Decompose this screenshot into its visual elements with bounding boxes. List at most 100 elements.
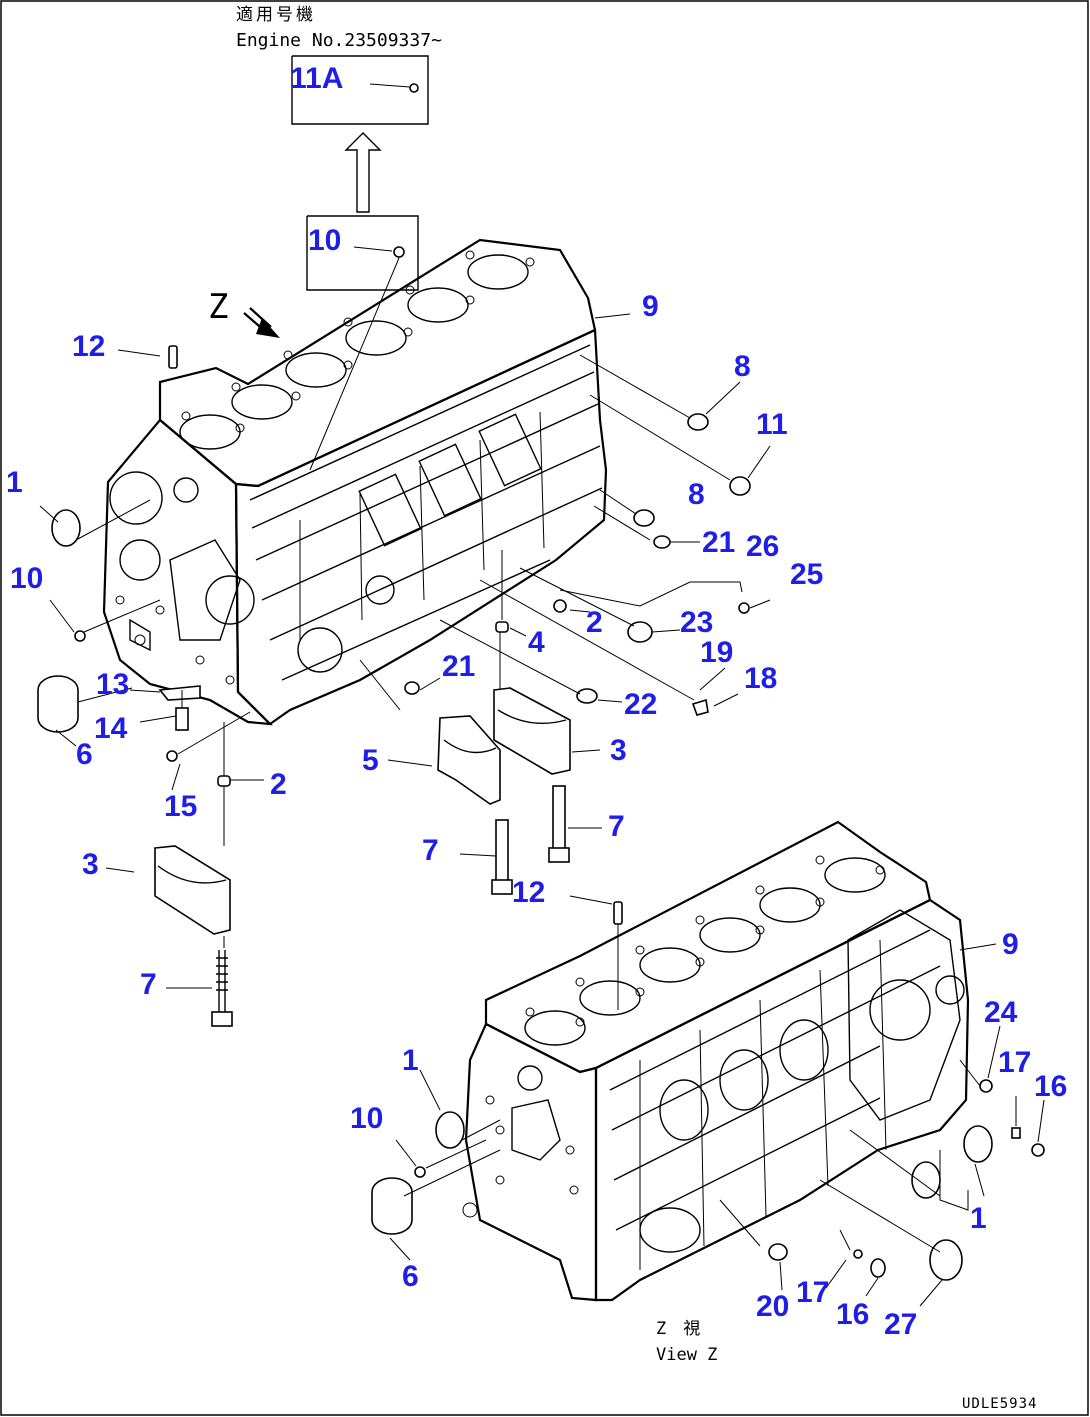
plug-8-a <box>687 413 709 431</box>
callout-2-a: 2 <box>586 606 603 639</box>
dowel-pin-12 <box>168 345 178 369</box>
callout-12-b: 12 <box>512 876 545 909</box>
engine-note-en: Engine No.23509337~ <box>236 30 442 51</box>
cap-bolt-7-b <box>548 785 570 863</box>
plug-2-a <box>553 599 567 613</box>
pin-17-b <box>853 1249 863 1259</box>
engine-note-jp: 適用号機 <box>236 5 316 25</box>
plug-24 <box>979 1079 993 1093</box>
view-z-caption-en: View Z <box>656 1345 717 1365</box>
callout-7-c: 7 <box>140 968 157 1001</box>
callout-26: 26 <box>746 530 779 563</box>
dowel-4 <box>495 621 509 633</box>
callout-9-top: 9 <box>642 290 659 323</box>
arrow-up <box>344 132 382 213</box>
nozzle-13 <box>158 685 201 701</box>
ring-15 <box>166 750 178 762</box>
view-z-arrow-icon <box>243 307 280 338</box>
callout-4: 4 <box>528 626 545 659</box>
leader-10-to-block <box>309 257 400 471</box>
plug-8-b <box>633 509 655 527</box>
plug-18 <box>691 698 709 716</box>
callout-1-b: 1 <box>402 1044 419 1077</box>
lower-leaders <box>389 895 1045 1307</box>
callout-12-top: 12 <box>72 330 105 363</box>
plug-16-a <box>1031 1143 1045 1157</box>
plug-10-top <box>393 246 405 258</box>
dowel-2-b <box>217 775 231 787</box>
callout-25: 25 <box>790 558 823 591</box>
plug-16-b <box>870 1258 886 1278</box>
plug-25 <box>738 602 750 614</box>
plug-6-b <box>371 1177 413 1235</box>
callout-7-a: 7 <box>608 810 625 843</box>
dowel-pin-12-b <box>613 901 623 925</box>
cap-bolt-7-a <box>491 819 513 895</box>
plug-27 <box>929 1239 963 1281</box>
callout-21-a: 21 <box>702 526 735 559</box>
plug-10-left <box>74 630 86 642</box>
callout-labels: 11A 10 9 12 8 11 8 1 21 26 25 10 2 23 4 … <box>6 62 1067 1341</box>
detail-box-11a <box>291 55 429 125</box>
callout-3-a: 3 <box>610 734 627 767</box>
callout-1-c: 1 <box>970 1202 987 1235</box>
callout-13: 13 <box>96 668 129 701</box>
callout-27: 27 <box>884 1308 917 1341</box>
callout-22: 22 <box>624 688 657 721</box>
plug-11a <box>409 83 419 93</box>
leader-10-top <box>353 246 393 252</box>
callout-15: 15 <box>164 790 197 823</box>
bolt-14 <box>175 707 189 731</box>
callout-19: 19 <box>700 636 733 669</box>
callout-23: 23 <box>680 606 713 639</box>
bearing-cap-3-b <box>154 845 231 935</box>
upper-leaders <box>39 313 771 989</box>
leader-11a <box>369 83 411 88</box>
callout-1-left: 1 <box>6 466 23 499</box>
plug-10-b <box>414 1166 426 1178</box>
view-z-marker: Z <box>208 287 228 327</box>
callout-18: 18 <box>744 662 777 695</box>
pin-17-a <box>1011 1127 1021 1139</box>
plug-21-b <box>404 681 420 695</box>
callout-21-b: 21 <box>442 650 475 683</box>
callout-17-a: 17 <box>998 1046 1031 1079</box>
detail-box-10 <box>306 215 419 291</box>
figure-code: UDLE5934 <box>962 1396 1037 1412</box>
cap-bolt-7-c <box>211 950 233 1027</box>
callout-7-b: 7 <box>422 834 439 867</box>
callout-16-b: 16 <box>836 1298 869 1331</box>
plug-22 <box>576 688 598 704</box>
plug-6-left <box>37 675 79 733</box>
callout-10-left: 10 <box>10 562 43 595</box>
callout-11: 11 <box>756 408 788 441</box>
seal-1-b <box>435 1111 465 1149</box>
view-z-caption-jp: Z 視 <box>656 1319 700 1339</box>
callout-8-a: 8 <box>734 350 751 383</box>
callout-8-b: 8 <box>688 478 705 511</box>
seal-1-c1 <box>963 1125 993 1163</box>
callout-6-b: 6 <box>402 1260 419 1293</box>
plug-21-a <box>653 535 671 549</box>
callout-9-b: 9 <box>1002 928 1019 961</box>
bearing-cap-5 <box>437 715 501 805</box>
callout-24: 24 <box>984 996 1018 1029</box>
callout-14: 14 <box>94 712 128 745</box>
callout-6-left: 6 <box>76 738 93 771</box>
callout-11A: 11A <box>290 62 343 95</box>
callout-20: 20 <box>756 1290 789 1323</box>
plug-11 <box>729 476 751 496</box>
callout-10-top: 10 <box>308 224 341 257</box>
callout-5: 5 <box>362 744 379 777</box>
callout-17-b: 17 <box>796 1276 829 1309</box>
bearing-cap-3-a <box>493 687 571 775</box>
callout-16-a: 16 <box>1034 1070 1067 1103</box>
callout-3-b: 3 <box>82 848 99 881</box>
plug-20 <box>768 1243 788 1261</box>
seal-1-left <box>51 509 81 547</box>
upper-cylinder-block <box>102 238 608 726</box>
callout-2-b: 2 <box>270 768 287 801</box>
callout-10-b: 10 <box>350 1102 383 1135</box>
